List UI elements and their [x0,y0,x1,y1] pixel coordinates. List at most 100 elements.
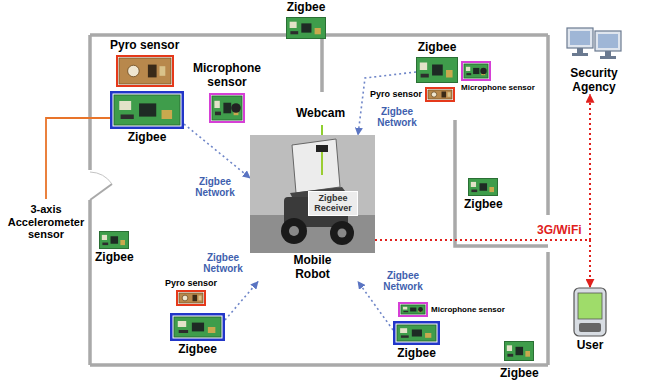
component [102,235,107,240]
zigbee-module: Zigbee [416,41,458,83]
pcb [401,305,425,314]
component [466,73,471,75]
monitor [567,28,593,48]
node-label: Mobile Robot [283,254,343,282]
component [420,62,427,70]
pir-lens [431,92,436,97]
component [448,92,451,97]
module-outline [394,322,439,344]
sensor-outline [210,94,244,122]
pcb [469,179,498,196]
node-label: Zigbee [178,343,217,357]
component [179,330,188,333]
wall [88,200,92,365]
node-label: Zigbee [464,198,503,212]
component [403,311,408,312]
component [526,351,531,357]
node-label: Zigbee [95,251,134,265]
pcb [179,293,203,303]
node-label: Zigbee [397,347,436,361]
component [193,295,198,301]
edge-label: Zigbee Network [190,176,240,198]
node-label: Zigbee [500,367,539,381]
mobile-robot: Mobile Robot Zigbee Receiver [250,135,375,282]
component [103,243,109,246]
zigbee-module: Zigbee [170,313,225,357]
pcb [397,325,436,341]
chip [301,23,311,32]
pcb [287,17,326,38]
pir-lens [127,65,139,77]
microphone-sensor: Microphone sensor [187,62,267,123]
mic-figure [209,93,245,123]
microphone-capsule [418,307,423,312]
chip [516,347,524,355]
wall [546,252,550,365]
component [119,101,131,110]
edge-label: Zigbee Network [198,252,248,274]
phone-screen [578,293,602,319]
pyro-figure [116,55,174,87]
edge-label: 3G/WiFi [537,224,582,237]
pyro-sensor: Pyro sensor [110,39,179,87]
wall [546,35,550,215]
node-label: Pyro sensor [110,39,179,53]
component [121,240,126,245]
chip [412,329,422,336]
mic-figure [461,61,491,81]
microphone-sensor: Microphone sensor [461,61,535,92]
sensor-outline [117,56,173,86]
monitor-screen [598,34,618,48]
zigbee-module: Zigbee [464,178,503,212]
sec-figure [565,26,623,62]
zigbee-module: Zigbee [500,341,539,381]
monitor [595,31,621,51]
node-label: Zigbee Receiver [311,193,355,214]
chip [410,308,416,312]
webcam [316,145,328,152]
sensor-outline [177,291,205,305]
monitor-stand [605,51,611,56]
zigbee-module: Zigbee [95,231,134,265]
callout-label: Webcam [296,107,345,121]
pcb [100,232,129,249]
component [208,327,216,333]
component [508,354,514,357]
pcb [212,96,242,120]
pcb [119,58,171,84]
pcb [114,95,180,125]
zbo-figure [110,91,184,129]
module-outline [111,92,183,128]
component [121,115,134,120]
component [214,100,219,107]
pcb [417,57,458,82]
component [400,328,407,333]
pcb [428,90,452,99]
user-phone: User [573,287,607,353]
pcb [505,342,534,361]
component [159,66,165,76]
monitor-base [572,53,588,56]
door-leaf [90,184,112,200]
zbo-figure [170,313,225,341]
module-outline [171,314,224,340]
chip [111,236,119,243]
monitor-base [600,56,616,59]
node-label: Zigbee [128,131,167,145]
component [290,21,297,27]
chip [473,68,479,74]
wheel [281,218,307,244]
pyro-sensor: Pyro sensor [370,87,455,102]
zigbee-link [225,282,258,320]
zigbee-link [184,124,250,178]
zb-figure [416,57,458,83]
wheel-hub [289,226,299,236]
edge-label: Zigbee Network [372,106,422,128]
component [148,64,157,77]
component [507,345,512,351]
wall [320,35,324,92]
node-label: Microphone sensor [461,83,535,92]
component [290,31,298,34]
